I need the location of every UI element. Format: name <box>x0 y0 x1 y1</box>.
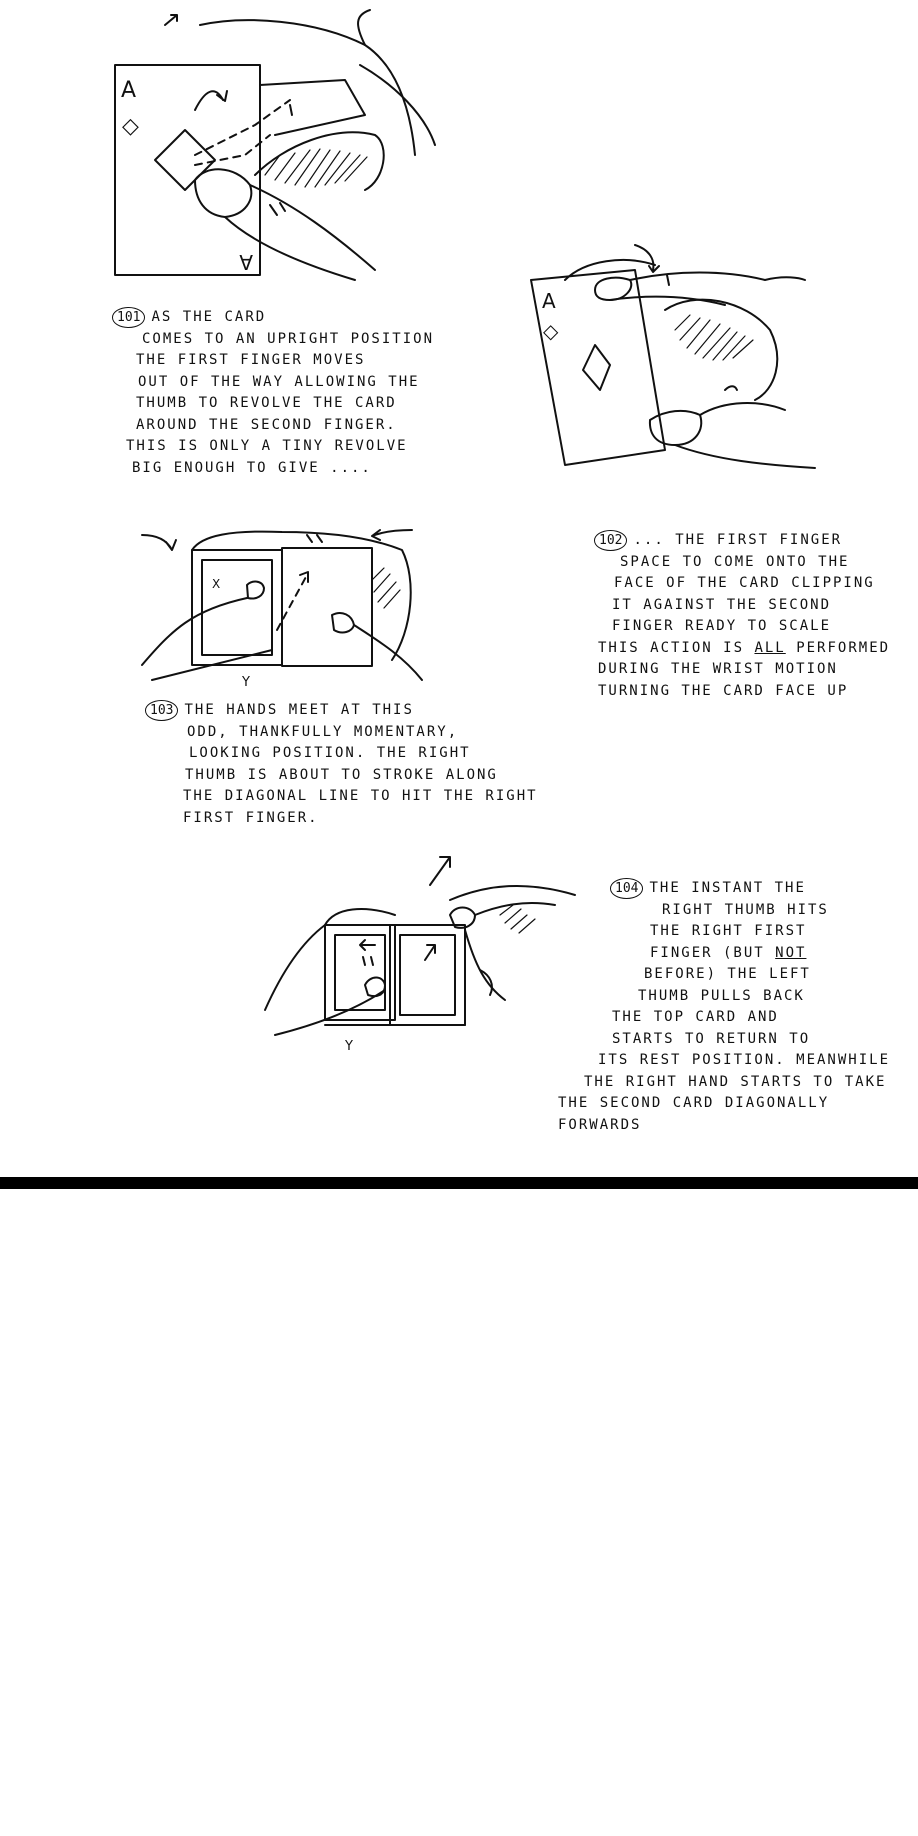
card-suit-top: ◇ <box>122 114 139 139</box>
right-card-outline <box>281 547 373 667</box>
caption-line: THE SECOND CARD DIAGONALLY <box>558 1095 830 1111</box>
caption-line: COMES TO AN UPRIGHT POSITION <box>142 330 435 347</box>
finger-contour-102 <box>664 298 779 401</box>
caption-line: THE RIGHT HAND STARTS TO TAKE <box>584 1073 887 1090</box>
thumb-tip-102 <box>648 409 703 446</box>
caption-line: SPACE TO COME ONTO THE <box>620 553 850 570</box>
ace-card-outline-102 <box>530 269 666 466</box>
step-number-102: 102 <box>594 530 628 551</box>
caption-line: THUMB TO REVOLVE THE CARD <box>136 395 397 411</box>
illustration-102: A ◇ <box>525 240 825 490</box>
card-suit-102: ◇ <box>543 319 559 343</box>
arrow-diagonal-icon <box>429 856 451 886</box>
caption-line: FINGER READY TO SCALE <box>612 618 832 634</box>
curved-arrow-icon <box>634 244 660 273</box>
caption-line: TURNING THE CARD FACE UP <box>598 682 849 699</box>
left-card-outline-104 <box>324 924 396 1021</box>
caption-line: PERFORMED <box>796 639 891 656</box>
caption-line: THE FIRST FINGER MOVES <box>136 352 366 368</box>
caption-line: ODD, THANKFULLY MOMENTARY, <box>187 723 459 740</box>
step-number-103: 103 <box>145 700 179 721</box>
caption-104: 104 THE INSTANT THE RIGHT THUMB HITS THE … <box>558 878 890 1136</box>
second-card-outline <box>259 79 366 136</box>
illustration-101-svg: A ◇ A <box>114 9 436 281</box>
card-center-pip <box>582 344 611 391</box>
caption-line: THUMB PULLS BACK <box>638 987 805 1004</box>
card-rank-top: A <box>121 78 136 103</box>
caption-line: FORWARDS <box>558 1116 642 1133</box>
dashed-diagonal-line <box>276 574 308 631</box>
arrow-left-icon <box>359 939 376 951</box>
caption-line: FACE OF THE CARD CLIPPING <box>614 575 875 591</box>
caption-line: THE RIGHT FIRST <box>650 923 807 939</box>
caption-line: BIG ENOUGH TO GIVE .... <box>132 459 372 476</box>
step-number-101: 101 <box>112 307 146 328</box>
right-thumb-tip <box>331 612 355 634</box>
caption-line: FIRST FINGER. <box>183 809 319 826</box>
illustration-104: Y <box>255 845 580 1055</box>
emphasis-text: ALL <box>754 639 786 656</box>
caption-line: STARTS TO RETURN TO <box>612 1030 811 1047</box>
ace-card-outline <box>114 64 261 276</box>
illustration-103-svg: X Y <box>141 529 423 690</box>
x-mark-label: X <box>212 577 220 591</box>
arrow-left-hand-icon <box>141 534 177 551</box>
caption-102: 102 ... THE FIRST FINGER SPACE TO COME ON… <box>594 530 890 702</box>
caption-line: THE DIAGONAL LINE TO HIT THE RIGHT <box>183 788 538 804</box>
emphasis-text: NOT <box>775 944 807 961</box>
caption-line: FINGER (BUT <box>650 944 765 961</box>
step-number-104: 104 <box>610 878 644 899</box>
arrow-right-hand-icon <box>371 529 413 541</box>
arrow-up-icon <box>164 14 178 26</box>
illustration-102-svg: A ◇ <box>530 244 816 469</box>
right-card-outline-104 <box>389 924 466 1026</box>
caption-line: THIS ACTION IS <box>598 639 745 656</box>
first-finger-tip <box>594 276 633 301</box>
caption-line: THE HANDS MEET AT THIS <box>184 702 414 718</box>
illustration-101: A ◇ A <box>105 5 500 285</box>
illustration-104-svg: Y <box>264 856 576 1054</box>
thumb-tip <box>194 168 253 218</box>
caption-line: ... THE FIRST FINGER <box>633 532 843 548</box>
caption-line: AS THE CARD <box>151 309 267 325</box>
card-rank-102: A <box>542 289 556 313</box>
caption-line: LOOKING POSITION. THE RIGHT <box>189 745 471 761</box>
y-mark-label-104: Y <box>344 1039 353 1054</box>
hand-top-contour <box>199 19 416 156</box>
caption-line: THIS IS ONLY A TINY REVOLVE <box>126 438 408 454</box>
left-thumb-tip-104 <box>364 976 386 998</box>
arrow-up-right-icon <box>424 944 436 961</box>
caption-line: BEFORE) THE LEFT <box>644 966 811 982</box>
illustration-103: X Y <box>132 520 432 690</box>
caption-line: RIGHT THUMB HITS <box>662 901 829 918</box>
lifted-card-corner <box>154 129 216 191</box>
dashed-revolve-path <box>194 99 291 156</box>
shadow-hatching-103 <box>371 567 401 609</box>
caption-line: THUMB IS ABOUT TO STROKE ALONG <box>185 766 498 783</box>
shadow-hatching <box>264 148 368 188</box>
caption-line: DURING THE WRIST MOTION <box>598 661 838 677</box>
shadow-hatching-102 <box>674 314 754 361</box>
caption-101: 101 AS THE CARD COMES TO AN UPRIGHT POSIT… <box>112 307 434 479</box>
page-divider <box>0 1177 918 1189</box>
hands-top-contour <box>191 530 412 661</box>
caption-line: THE INSTANT THE <box>649 880 806 896</box>
shadow-hatching-104 <box>499 904 536 934</box>
caption-line: THE TOP CARD AND <box>612 1009 779 1025</box>
caption-line: IT AGAINST THE SECOND <box>612 596 832 613</box>
caption-103: 103 THE HANDS MEET AT THIS ODD, THANKFULL… <box>145 700 538 829</box>
left-finger-tip <box>246 580 265 600</box>
caption-line: OUT OF THE WAY ALLOWING THE <box>138 373 420 390</box>
left-card-outline <box>191 549 283 666</box>
y-mark-label: Y <box>241 675 250 690</box>
caption-line: AROUND THE SECOND FINGER. <box>136 416 397 433</box>
card-rank-bottom: A <box>239 250 253 274</box>
caption-line: ITS REST POSITION. MEANWHILE <box>598 1052 891 1068</box>
